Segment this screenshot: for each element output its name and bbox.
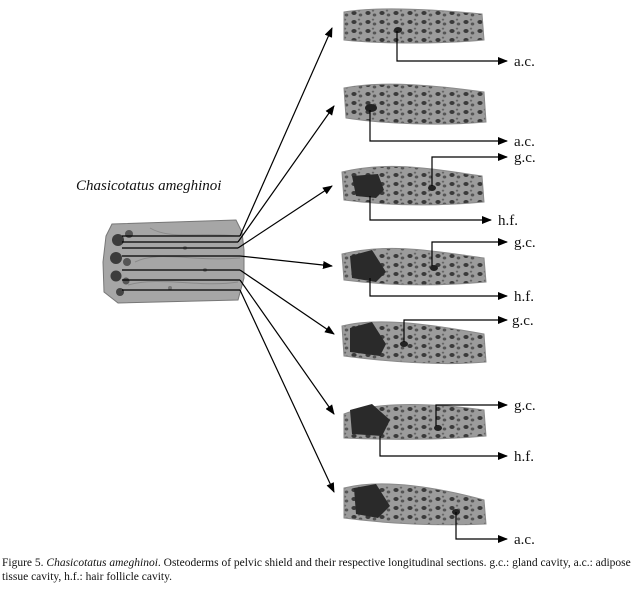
caption-figure-number: Figure 5. (2, 557, 44, 569)
caption-species: Chasicotatus ameghinoi (46, 557, 158, 569)
label-hf-3: h.f. (498, 213, 518, 229)
label-hf-4: h.f. (514, 289, 534, 305)
section-1: a.c. (344, 9, 535, 70)
label-gc-4: g.c. (514, 235, 536, 251)
figure-illustration: Chasicotatus ameghinoi (0, 0, 634, 560)
section-3: g.c. h.f. (342, 150, 536, 229)
section-7: a.c. (344, 484, 535, 548)
label-gc-3: g.c. (514, 150, 536, 166)
label-gc-5: g.c. (512, 313, 534, 329)
label-ac-2: a.c. (514, 134, 535, 150)
section-2: a.c. (344, 84, 535, 150)
label-hf-6: h.f. (514, 449, 534, 465)
section-6: g.c. h.f. (344, 398, 536, 465)
label-gc-6: g.c. (514, 398, 536, 414)
figure-caption: Figure 5. Chasicotatus ameghinoi. Osteod… (2, 556, 632, 584)
label-ac-1: a.c. (514, 54, 535, 70)
species-label: Chasicotatus ameghinoi (76, 178, 221, 194)
section-4: g.c. h.f. (342, 235, 536, 305)
label-ac-7: a.c. (514, 532, 535, 548)
section-5: g.c. (342, 313, 534, 364)
pointer-arrows (238, 28, 334, 492)
